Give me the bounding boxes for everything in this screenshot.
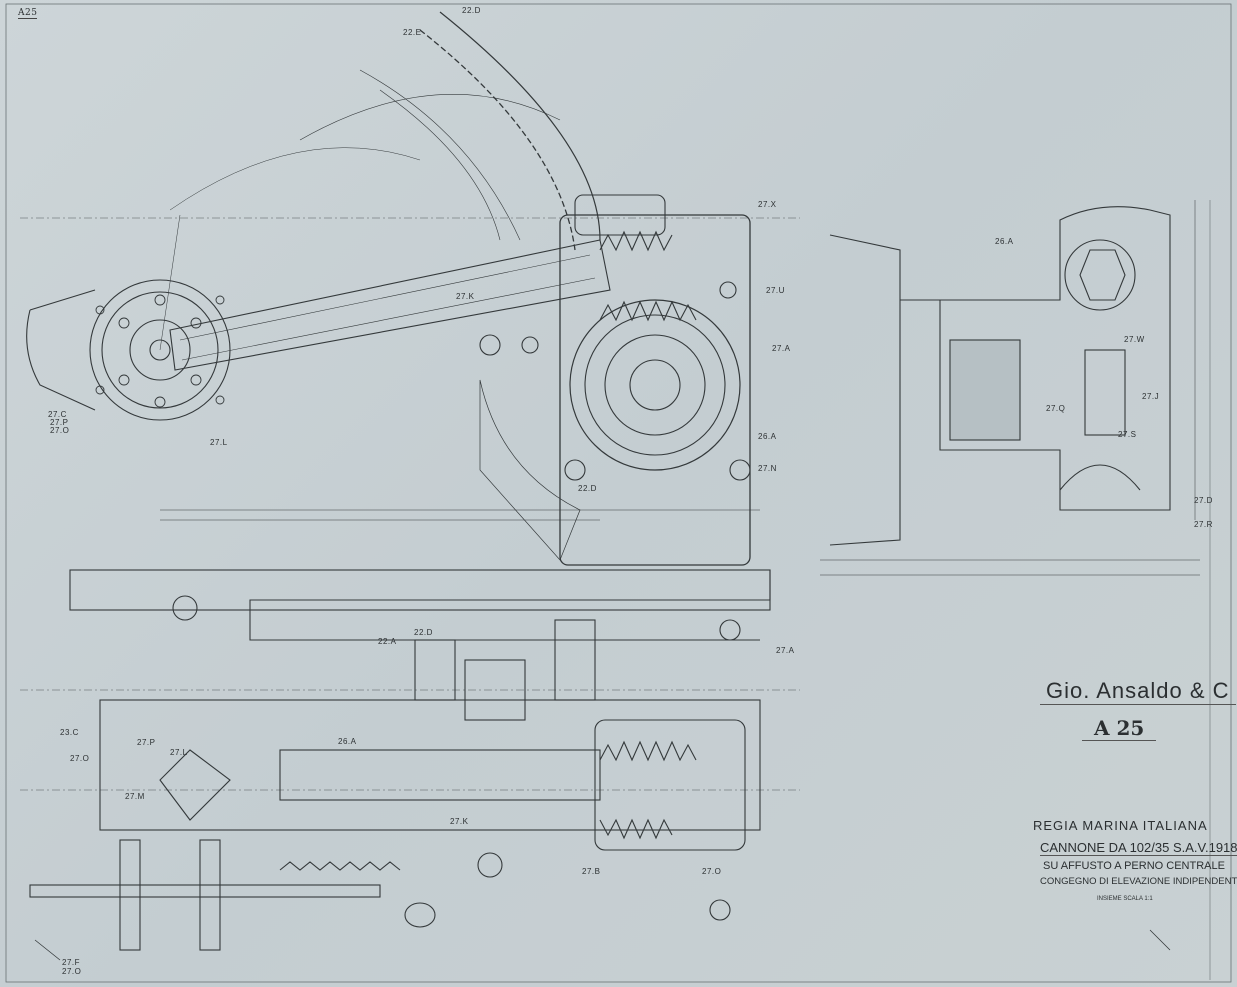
- part-label: 27.K: [450, 817, 469, 826]
- part-label: 27.O: [702, 867, 722, 876]
- part-label: 27.Q: [1046, 404, 1066, 413]
- part-label: 27.J: [1142, 392, 1160, 401]
- part-label: 27.O: [50, 426, 70, 435]
- part-label: 27.B: [582, 867, 601, 876]
- part-label: 23.C: [60, 728, 79, 737]
- part-label: 27.O: [62, 967, 82, 976]
- title-line-4: CONGEGNO DI ELEVAZIONE INDIPENDENTE: [1040, 876, 1237, 887]
- part-label: 27.K: [456, 292, 475, 301]
- top-view: [20, 11, 800, 566]
- part-label: 27.L: [210, 438, 228, 447]
- part-label: 27.O: [70, 754, 90, 763]
- part-label: 27.M: [125, 792, 145, 801]
- drawing-number: A 25: [1082, 716, 1157, 741]
- title-line-1: REGIA MARINA ITALIANA: [1033, 818, 1208, 833]
- part-label: 27.R: [1194, 520, 1213, 529]
- part-label: 27.L: [170, 748, 188, 757]
- bottom-view: [20, 569, 1171, 961]
- section-view: [820, 200, 1200, 576]
- part-label: 22.D: [414, 628, 433, 637]
- title-line-2: CANNONE DA 102/35 S.A.V.1918: [1040, 840, 1237, 856]
- maker-name: Gio. Ansaldo & C: [1040, 678, 1236, 705]
- part-label: 27.D: [1194, 496, 1213, 505]
- part-label: 27.C: [48, 410, 67, 419]
- part-label: 26.A: [995, 237, 1014, 246]
- sheet-border: [5, 3, 1232, 983]
- part-label: 26.A: [758, 432, 777, 441]
- part-label: 22.A: [378, 637, 397, 646]
- part-label: 22.D: [578, 484, 597, 493]
- title-line-3: SU AFFUSTO A PERNO CENTRALE: [1043, 860, 1225, 872]
- sheet-mark: A25: [18, 8, 38, 19]
- part-label: 27.P: [50, 418, 69, 427]
- part-label: 22.E: [403, 28, 422, 37]
- part-label: 22.D: [462, 6, 481, 15]
- part-label: 27.P: [137, 738, 156, 747]
- part-label: 27.S: [1118, 430, 1137, 439]
- part-label: 27.F: [62, 958, 81, 967]
- part-label: 27.X: [758, 200, 777, 209]
- part-label: 27.W: [1124, 335, 1145, 344]
- part-label: 27.N: [758, 464, 777, 473]
- part-label: 27.A: [776, 646, 795, 655]
- part-label: 26.A: [338, 737, 357, 746]
- part-label: 27.U: [766, 286, 785, 295]
- part-label: 27.A: [772, 344, 791, 353]
- scale-note: INSIEME SCALA 1:1: [1097, 896, 1153, 902]
